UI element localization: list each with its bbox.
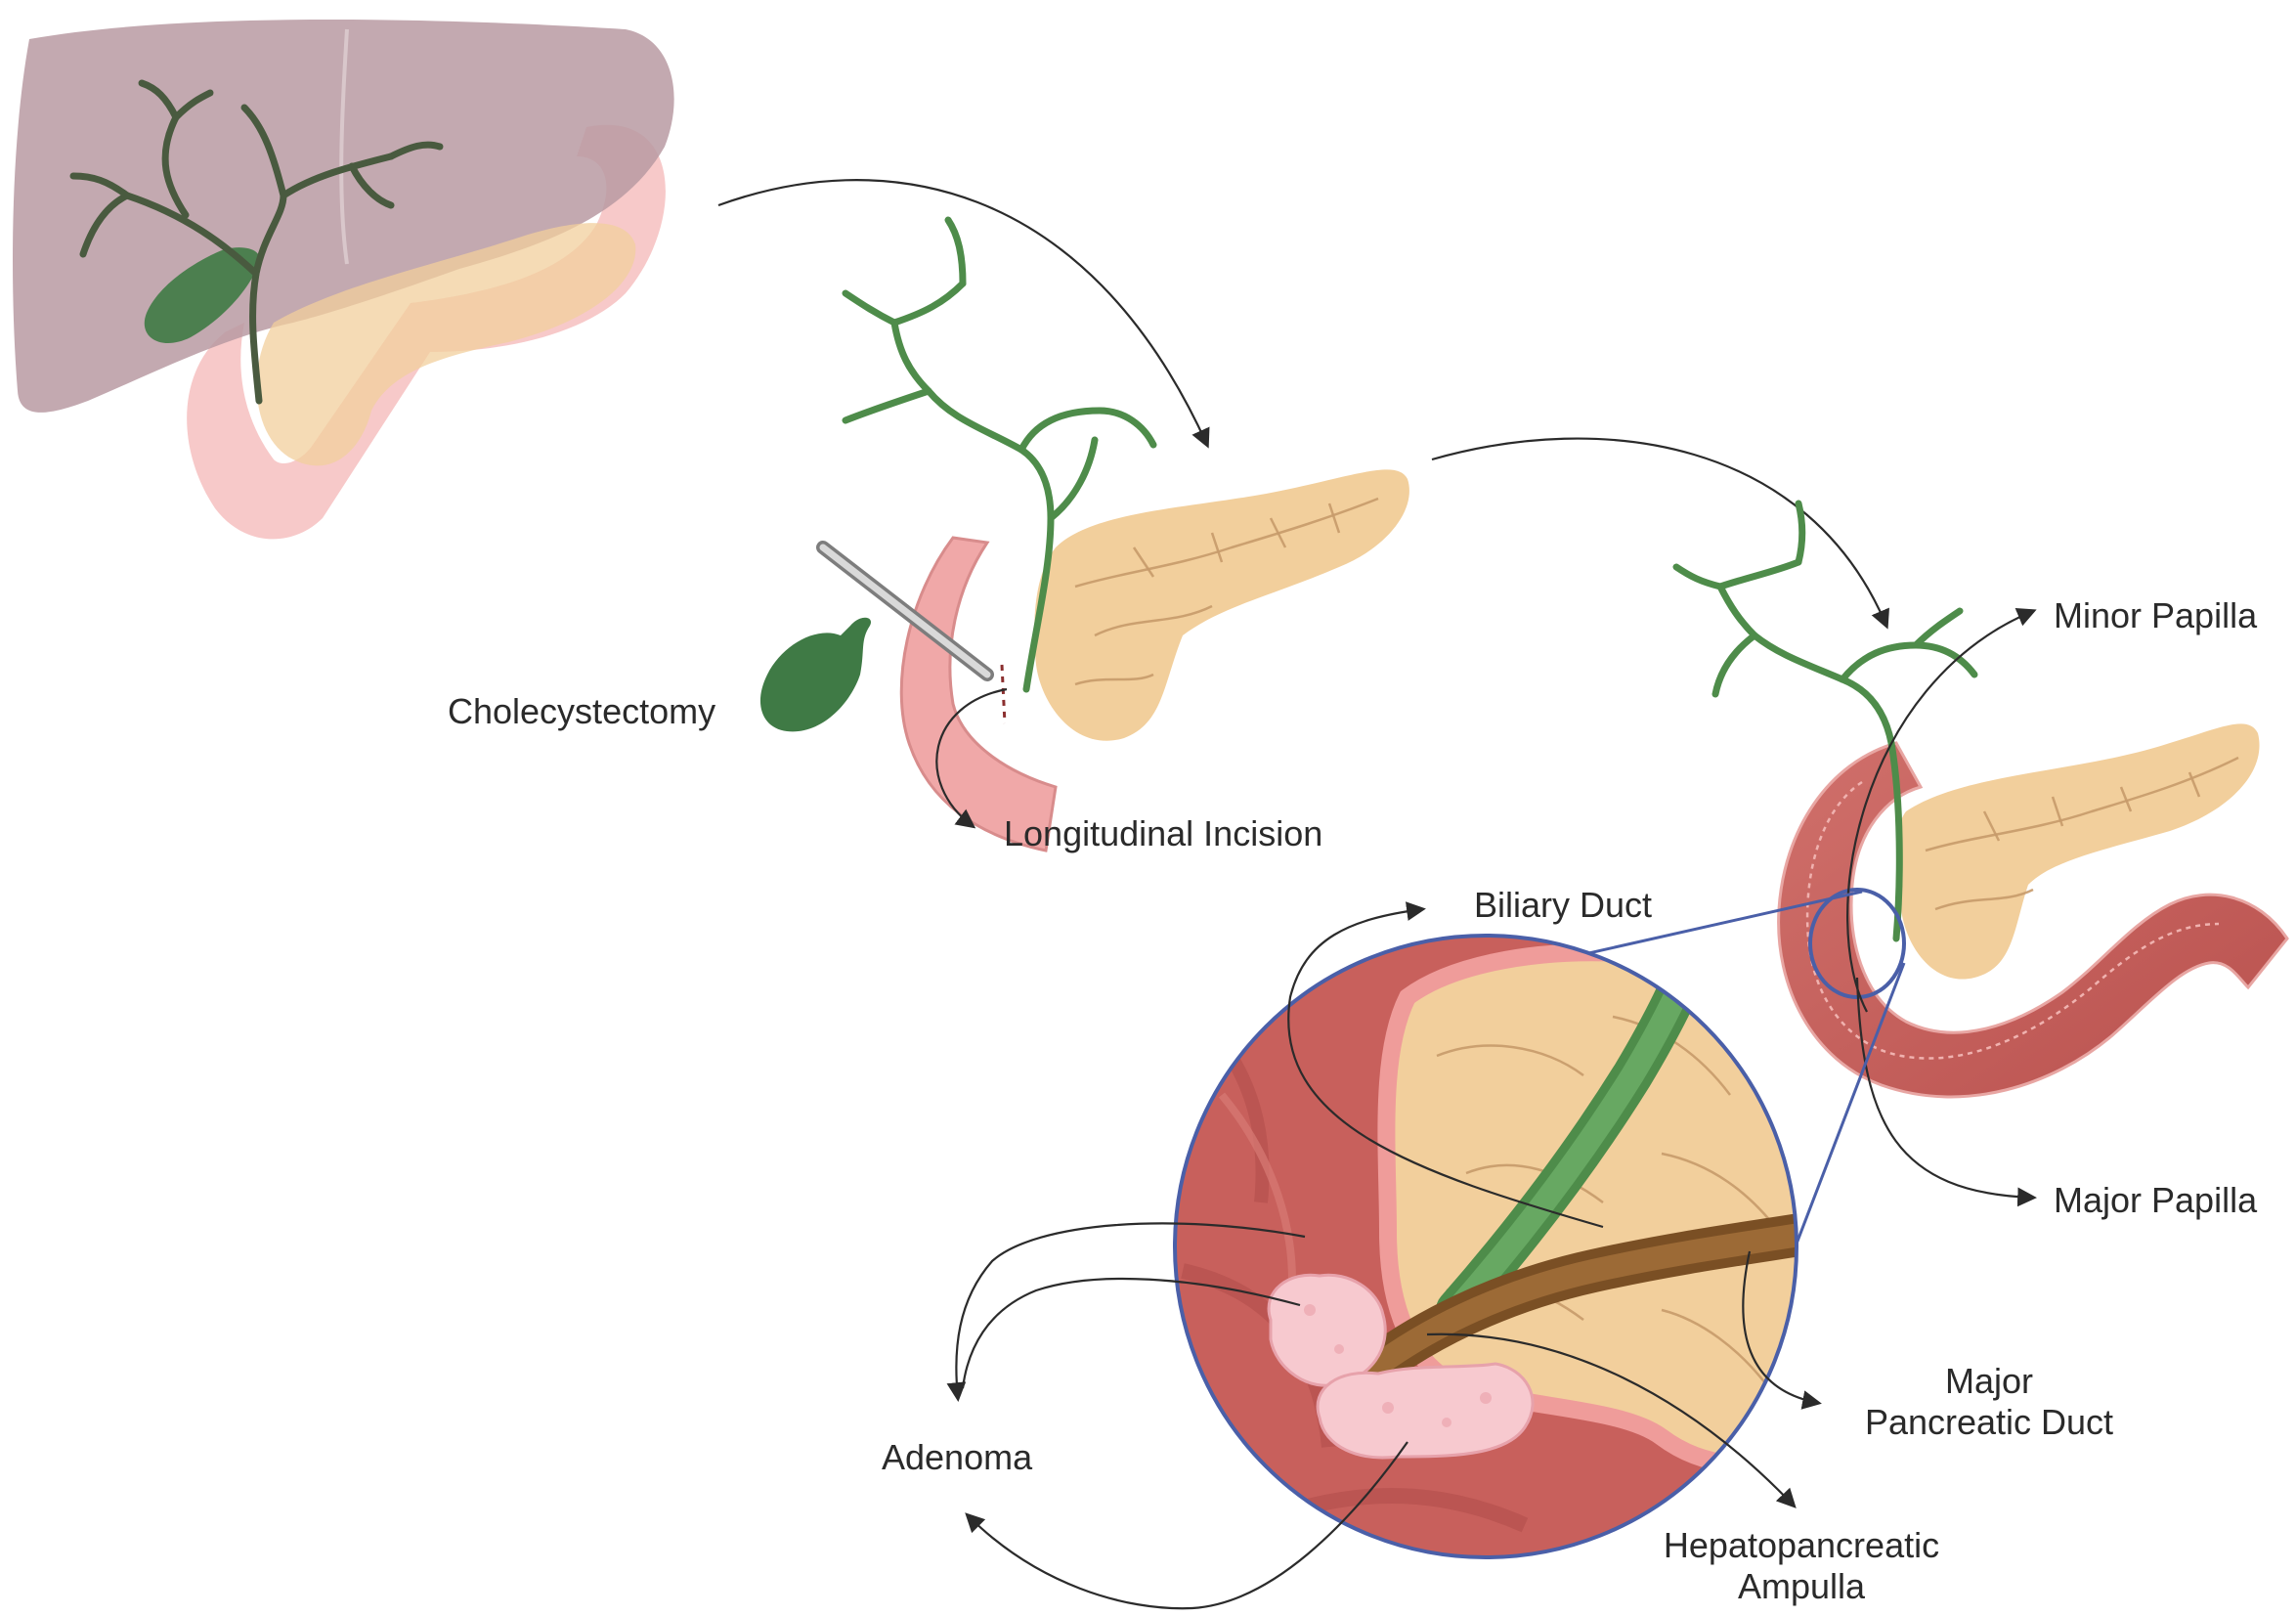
biliary-tree-stage-2 (842, 216, 1157, 693)
arrow-major-papilla (1855, 977, 2037, 1207)
duodenum-stage-2 (899, 536, 1058, 852)
adenoma-mass-lower (1316, 1362, 1535, 1460)
adenoma-mass-upper (1267, 1273, 1387, 1387)
arrow-minor-papilla (1846, 607, 2037, 1013)
arrow-hepatopancreatic-ampulla (1426, 1332, 1797, 1508)
arrow-adenoma-lower (965, 1441, 1408, 1610)
incision-line (1000, 664, 1007, 724)
zoom-frame (1173, 934, 1798, 1559)
zoom-detail (1173, 934, 1798, 1559)
label-biliary-duct: Biliary Duct (1474, 885, 1652, 925)
arrow-adenoma-upper-1 (946, 1222, 1306, 1402)
removed-gallbladder (759, 617, 871, 732)
label-major-pancreatic-duct-line1: Major (1945, 1361, 2033, 1401)
arrow-longitudinal-incision (935, 687, 1008, 829)
label-major-pancreatic-duct-line2: Pancreatic Duct (1865, 1402, 2113, 1442)
label-minor-papilla: Minor Papilla (2054, 595, 2258, 635)
gallbladder (144, 247, 260, 343)
arrow-stage2-to-stage3 (1431, 437, 1889, 630)
biliary-tree-stage-3 (1672, 500, 1978, 942)
label-cholecystectomy: Cholecystectomy (448, 691, 715, 731)
arrow-biliary-duct (1287, 901, 1604, 1229)
pancreas-stage-2 (1034, 469, 1409, 741)
liver-lobe-line (339, 28, 349, 265)
label-longitudinal-incision: Longitudinal Incision (1004, 813, 1322, 853)
arrow-major-pancreatic-duct (1742, 1250, 1822, 1410)
duodenum-stage-3 (1777, 741, 2289, 1099)
arrow-stage1-to-stage2 (717, 179, 1210, 449)
label-major-papilla: Major Papilla (2054, 1180, 2258, 1220)
biliary-tree-stage-1 (69, 79, 444, 405)
stage-3-anatomy (1672, 500, 2289, 1099)
label-hepatopancreatic-ampulla-line1: Hepatopancreatic (1664, 1525, 1939, 1565)
stage-2-anatomy (759, 216, 1409, 852)
pancreas-faded (256, 223, 636, 466)
stage-1-anatomy (13, 20, 674, 540)
label-hepatopancreatic-ampulla-line2: Ampulla (1738, 1566, 1866, 1606)
label-adenoma: Adenoma (882, 1437, 1033, 1477)
arrow-adenoma-upper-2 (961, 1277, 1301, 1389)
